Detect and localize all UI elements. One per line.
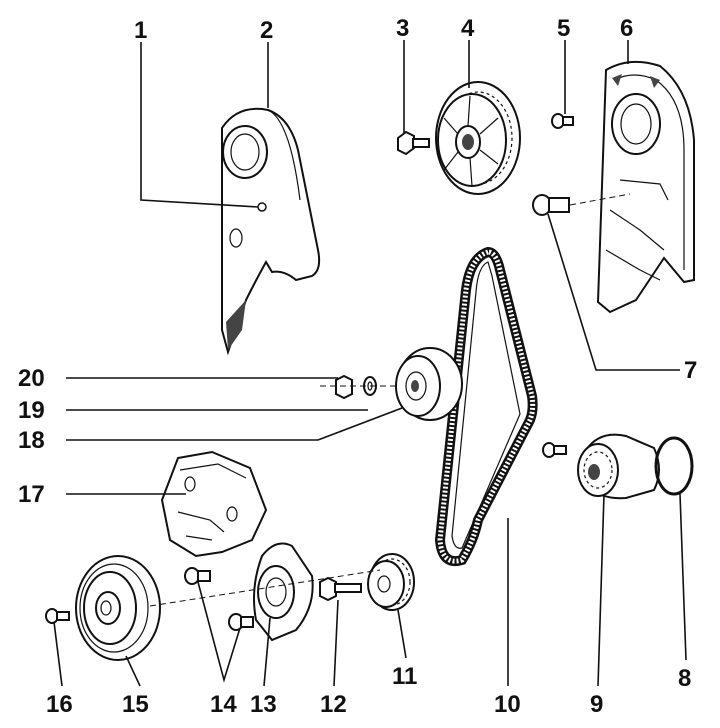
- backplate-bolt-upper: [184, 567, 211, 585]
- callout-19: 19: [18, 397, 45, 424]
- callout-1: 1: [134, 17, 147, 44]
- callout-2: 2: [260, 17, 273, 44]
- timing-belt: [434, 246, 538, 566]
- callout-11: 11: [392, 663, 417, 690]
- cover-screw-hole: [257, 202, 267, 212]
- tensioner-nut: [335, 374, 353, 400]
- backplate-bolt-lower: [228, 613, 254, 631]
- water-pump-bolt: [542, 442, 567, 458]
- crankshaft-backplate: [253, 542, 314, 642]
- camshaft-sprocket: [435, 81, 521, 195]
- callout-16: 16: [46, 691, 73, 718]
- cover-bolt-long: [532, 193, 631, 216]
- leader-lines: [53, 40, 687, 687]
- water-pump: [577, 433, 660, 500]
- callout-5: 5: [557, 15, 570, 42]
- tensioner-pulley: [395, 347, 463, 421]
- crankshaft-bolt: [319, 576, 362, 602]
- water-pump-o-ring: [654, 436, 694, 496]
- callout-18: 18: [18, 427, 45, 454]
- callout-7: 7: [684, 357, 697, 384]
- crankshaft-sprocket: [367, 553, 415, 611]
- callout-4: 4: [461, 15, 475, 42]
- callout-6: 6: [620, 15, 633, 42]
- middle-timing-cover: [160, 450, 268, 558]
- callout-3: 3: [396, 15, 409, 42]
- upper-timing-cover: [221, 107, 321, 356]
- crankshaft-pulley: [75, 555, 161, 661]
- callout-10: 10: [494, 691, 521, 718]
- callout-9: 9: [590, 691, 603, 718]
- callout-15: 15: [122, 691, 149, 718]
- callout-17: 17: [18, 481, 45, 508]
- rear-timing-cover: [596, 60, 695, 314]
- camshaft-bolt: [397, 130, 430, 156]
- callout-labels: 1 2 3 4 5 6 7 8 9 10 11 12 13 14 15 16 1…: [18, 15, 697, 718]
- callout-8: 8: [678, 665, 691, 692]
- callout-13: 13: [250, 691, 277, 718]
- callout-20: 20: [18, 365, 45, 392]
- pulley-bolt: [45, 608, 70, 624]
- callout-14: 14: [210, 691, 237, 718]
- cover-bolt-small: [551, 113, 574, 129]
- callout-12: 12: [320, 691, 347, 718]
